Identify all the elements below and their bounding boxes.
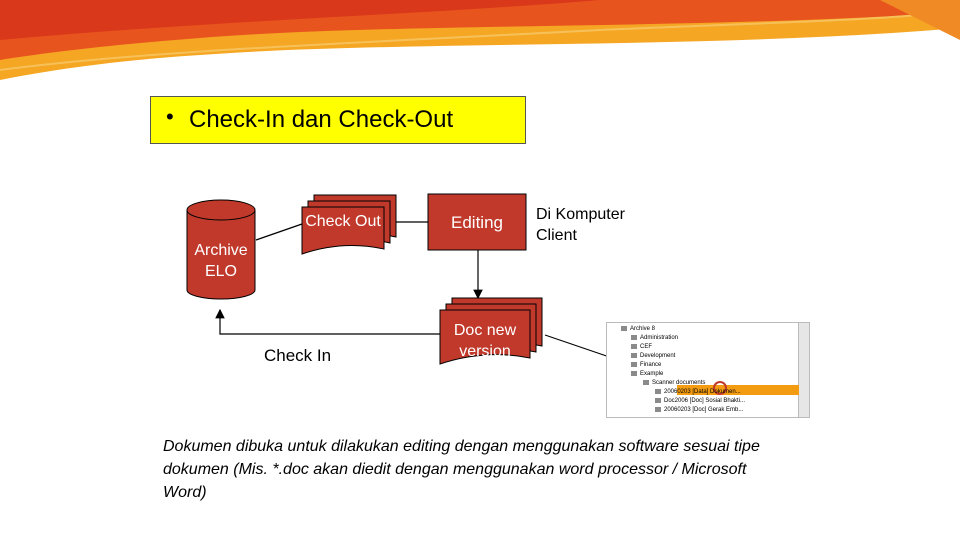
title-bullet: • bbox=[166, 104, 174, 129]
editing-label: Editing bbox=[451, 213, 503, 232]
tree-item[interactable]: 20060203 [Doc] Gerak Emb... bbox=[621, 406, 745, 415]
arrow-docnew-archive bbox=[215, 308, 440, 335]
folder-icon bbox=[655, 397, 661, 403]
tree-item-label: Doc2006 [Doc] Sosial Bhakti... bbox=[664, 398, 746, 404]
tree-item-label: Example bbox=[640, 371, 664, 377]
caption-text: Dokumen dibuka untuk dilakukan editing d… bbox=[163, 438, 760, 501]
folder-icon bbox=[631, 352, 637, 358]
tree-item[interactable]: Finance bbox=[621, 361, 745, 370]
tree-item-label: 20060203 [Doc] Gerak Emb... bbox=[664, 407, 744, 413]
tree-item[interactable]: CEF bbox=[621, 343, 745, 352]
tree-item-label: Finance bbox=[640, 362, 662, 368]
folder-icon bbox=[655, 388, 661, 394]
folder-icon bbox=[631, 334, 637, 340]
checkout-documents bbox=[301, 194, 397, 255]
tree-item[interactable]: Archive 8 bbox=[621, 325, 745, 334]
editing-box bbox=[427, 193, 527, 251]
tree-item[interactable]: Development bbox=[621, 352, 745, 361]
folder-icon bbox=[631, 370, 637, 376]
tree-item-label: Development bbox=[640, 353, 676, 359]
highlight-circle bbox=[713, 381, 727, 395]
tree-item[interactable]: Scanner documents bbox=[621, 379, 745, 388]
folder-icon bbox=[643, 379, 649, 385]
checkout-label: Check Out bbox=[305, 213, 381, 230]
archive-cylinder bbox=[186, 199, 256, 300]
tree-item[interactable]: 20060203 [Data] Dokumen... bbox=[621, 388, 745, 397]
client-label: Di Komputer Client bbox=[536, 206, 625, 244]
tree-item-label: CEF bbox=[640, 344, 652, 350]
title-box bbox=[150, 96, 526, 144]
tree-item[interactable]: Doc2006 [Doc] Sosial Bhakti... bbox=[621, 397, 745, 406]
folder-icon bbox=[631, 343, 637, 349]
tree-item[interactable]: Administration bbox=[621, 334, 745, 343]
folder-icon bbox=[621, 325, 627, 331]
tree-item-label: Archive 8 bbox=[630, 326, 656, 332]
tree-item-label: Scanner documents bbox=[652, 380, 706, 386]
tree-item-label: 20060203 [Data] Dokumen... bbox=[664, 389, 741, 395]
checkin-label: Check In bbox=[264, 346, 332, 365]
folder-icon bbox=[631, 361, 637, 367]
docnew-label: Doc new version bbox=[453, 322, 517, 360]
tree-highlight bbox=[677, 385, 799, 395]
connector-archive-checkout bbox=[255, 223, 303, 241]
tree-scrollbar bbox=[798, 323, 809, 417]
folder-icon bbox=[655, 406, 661, 412]
slide-title: Check-In dan Check-Out bbox=[189, 106, 454, 133]
tree-item-label: Administration bbox=[640, 335, 679, 341]
docnew-documents bbox=[439, 297, 543, 365]
tree-item[interactable]: Example bbox=[621, 370, 745, 379]
archive-label: Archive ELO bbox=[194, 242, 248, 280]
